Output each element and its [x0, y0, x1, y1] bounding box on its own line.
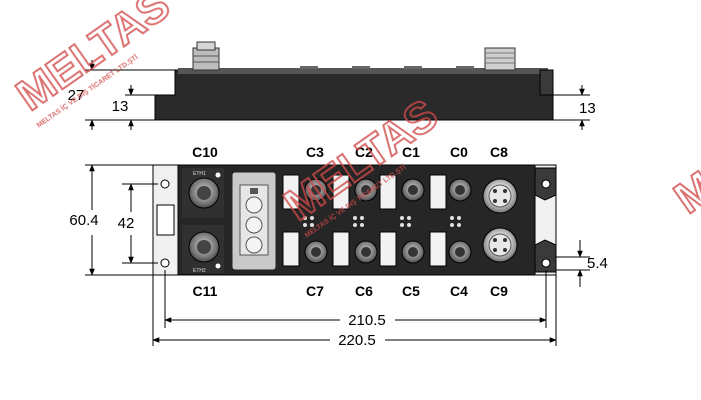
port-label-c4: C4	[450, 283, 468, 299]
port-label-c9: C9	[490, 283, 508, 299]
power-connector-c9	[482, 227, 518, 263]
port-label-c0: C0	[450, 144, 468, 160]
side-dimensions	[85, 60, 590, 130]
side-bumps	[300, 66, 474, 69]
dim-hole-offset: 5.4	[587, 255, 608, 272]
eth1-label: ETH1	[193, 171, 206, 177]
port-label-c1: C1	[402, 144, 420, 160]
dim-hole-spacing-vertical: 42	[118, 215, 135, 232]
side-connector-left	[192, 41, 220, 71]
dim-hole-spacing-horizontal: 210.5	[348, 312, 386, 329]
watermark-right-brand: MELTAS	[666, 83, 701, 223]
side-connector-right	[484, 47, 516, 71]
dim-height-base: 13	[112, 98, 129, 115]
top-view: ETH1 ETH2	[152, 164, 557, 276]
mounting-hole-bl	[160, 258, 170, 268]
mounting-hole-br	[541, 258, 551, 268]
port-label-c7: C7	[306, 283, 324, 299]
port-label-c11: C11	[193, 283, 218, 299]
eth2-label: ETH2	[193, 268, 206, 274]
top-dimensions	[85, 164, 590, 346]
m8-connectors-top	[304, 178, 472, 202]
side-body-top	[178, 68, 548, 74]
dim-length-total: 220.5	[338, 332, 376, 349]
mounting-hole-tl	[160, 179, 170, 189]
mounting-hole-tr	[541, 179, 551, 189]
port-labels: C10 C3 C2 C1 C0 C8 C11 C7 C6 C5 C4 C9	[192, 144, 508, 299]
port-label-c10: C10	[192, 144, 218, 160]
label-windows	[282, 174, 447, 267]
port-label-c8: C8	[490, 144, 508, 160]
dim-height-total: 27	[68, 87, 85, 104]
watermark-left-brand: MELTAS	[8, 0, 179, 120]
side-body	[154, 69, 554, 121]
eth2-connector	[182, 225, 224, 273]
rotary-switch-panel	[231, 171, 277, 271]
eth1-connector	[182, 168, 224, 218]
side-view	[154, 41, 554, 121]
port-label-c6: C6	[355, 283, 373, 299]
port-label-c5: C5	[402, 283, 420, 299]
power-connector-c8	[482, 178, 518, 214]
port-label-c2: C2	[355, 144, 373, 160]
port-label-c3: C3	[306, 144, 324, 160]
dim-height-base-right: 13	[579, 100, 596, 117]
m8-connectors-bottom	[304, 240, 472, 264]
watermark-right: MELTAS	[665, 82, 701, 224]
dim-height-module: 60.4	[69, 212, 98, 229]
status-leds	[303, 216, 461, 227]
